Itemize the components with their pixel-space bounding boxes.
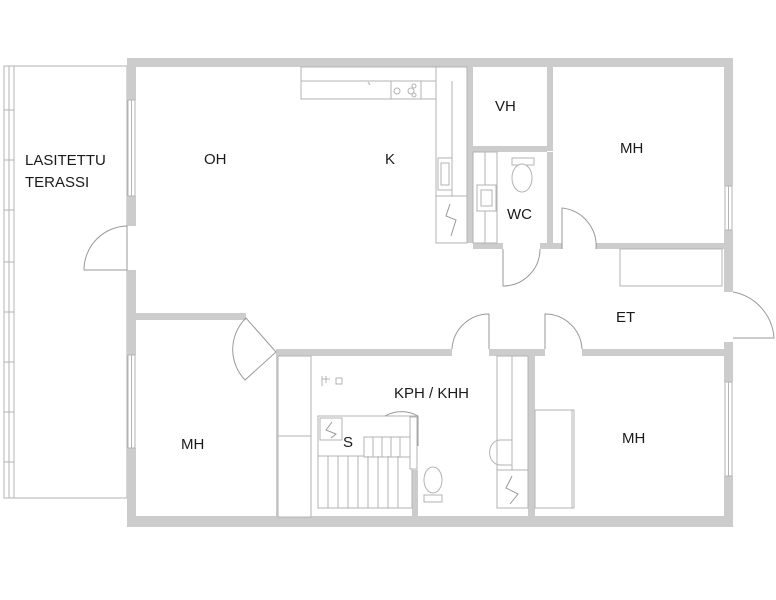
bathroom-fittings bbox=[321, 355, 529, 509]
hall-wardrobe bbox=[619, 248, 723, 287]
interior-walls bbox=[136, 67, 724, 516]
outer-walls bbox=[127, 58, 733, 527]
room-labels: LASITETTU TERASSI OH K VH WC MH ET MH KP… bbox=[25, 98, 645, 453]
sauna bbox=[317, 415, 418, 509]
label-terrace-line1: LASITETTU bbox=[25, 152, 106, 169]
label-wc: WC bbox=[507, 206, 532, 223]
doors bbox=[83, 207, 775, 446]
label-closet: VH bbox=[495, 98, 516, 115]
wc-fittings bbox=[472, 151, 535, 244]
label-bedroom-bottom-right: MH bbox=[622, 430, 645, 447]
glazed-terrace bbox=[3, 65, 128, 499]
label-sauna: S bbox=[343, 434, 353, 451]
label-bathroom: KPH / KHH bbox=[394, 385, 469, 402]
label-kitchen: K bbox=[385, 151, 395, 168]
windows bbox=[127, 99, 733, 477]
label-hall: ET bbox=[616, 309, 635, 326]
bedroom-left-wardrobe bbox=[277, 355, 312, 518]
kitchen-fittings bbox=[300, 66, 468, 244]
label-terrace-line2: TERASSI bbox=[25, 174, 89, 191]
label-bedroom-top-right: MH bbox=[620, 140, 643, 157]
bedroom-right-wardrobe bbox=[534, 409, 575, 509]
label-bedroom-left: MH bbox=[181, 436, 204, 453]
label-living-room: OH bbox=[204, 151, 227, 168]
